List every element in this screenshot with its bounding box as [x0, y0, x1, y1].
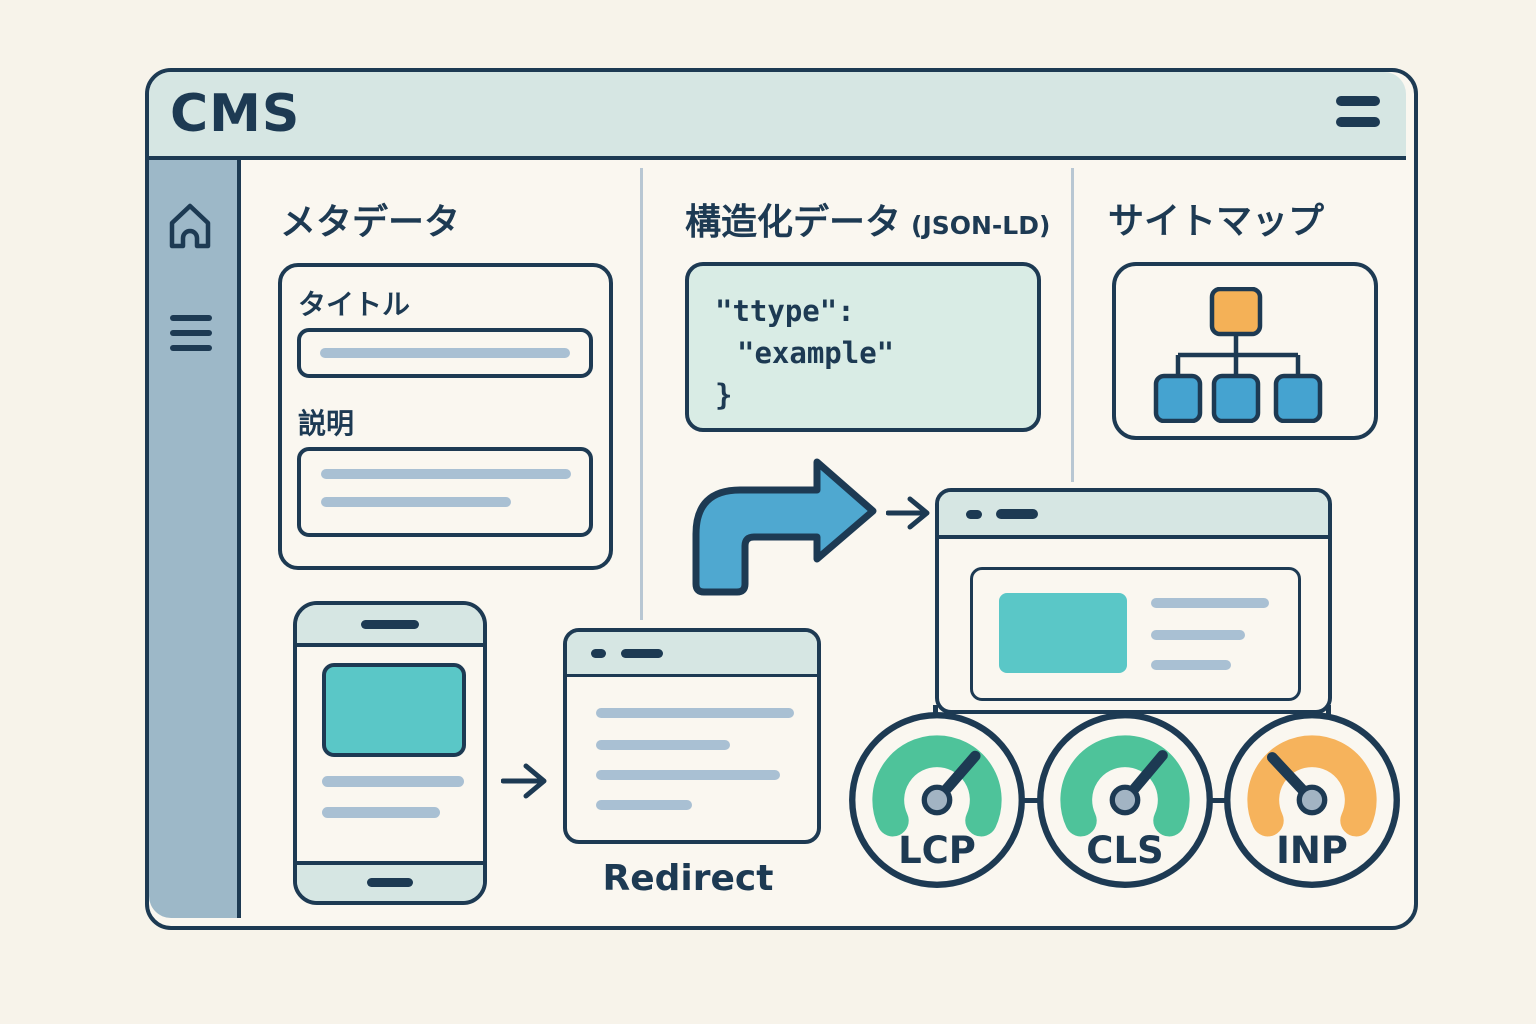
- window-dot: [591, 649, 606, 658]
- gauge-hub: [1296, 784, 1328, 816]
- gauge-hub: [1109, 784, 1141, 816]
- gauge-connector: [1207, 798, 1229, 803]
- phone-home-bar: [367, 878, 413, 887]
- browser-text-bar: [1151, 598, 1269, 608]
- redirect-text-bar: [596, 800, 692, 810]
- browser-text-bar: [1151, 630, 1245, 640]
- sitemap-heading: サイトマップ: [1108, 201, 1325, 242]
- redirect-window: [563, 628, 821, 844]
- structured-data-heading-row: 構造化データ (JSON-LD): [685, 193, 1050, 245]
- description-placeholder-bar: [321, 469, 571, 479]
- window-dot: [966, 510, 982, 519]
- code-line: }: [715, 378, 733, 412]
- gauge-lcp: LCP: [848, 711, 1026, 889]
- browser-text-bar: [1151, 660, 1231, 670]
- description-field-label: 説明: [298, 407, 355, 440]
- redirect-text-bar: [596, 708, 794, 718]
- title-input[interactable]: [297, 328, 593, 378]
- curved-arrow-icon: [688, 452, 883, 600]
- top-bar: [149, 72, 1406, 160]
- browser-window-bar: [939, 492, 1328, 539]
- redirect-text-bar: [596, 740, 730, 750]
- phone-top-band: [297, 605, 483, 647]
- structured-data-heading: 構造化データ: [685, 202, 902, 243]
- sitemap-child-node: [1153, 373, 1203, 423]
- phone-hero-image: [322, 663, 466, 757]
- sidebar-menu-icon[interactable]: [170, 315, 212, 351]
- gauge-connector: [1326, 705, 1331, 721]
- gauge-label: INP: [1276, 829, 1348, 872]
- phone-mockup: [293, 601, 487, 905]
- window-menu-icon[interactable]: [1336, 96, 1380, 127]
- gauge-arc: [872, 735, 1002, 837]
- redirect-window-bar: [567, 632, 817, 677]
- description-placeholder-bar: [321, 497, 511, 507]
- menu-line: [170, 345, 212, 351]
- gauge-label: CLS: [1086, 829, 1164, 872]
- menu-line: [170, 315, 212, 321]
- sitemap-child-node: [1211, 373, 1261, 423]
- gauge-inp: INP: [1223, 711, 1401, 889]
- menu-line: [170, 330, 212, 336]
- gauge-arc: [1247, 735, 1377, 837]
- window-dash: [621, 649, 663, 658]
- app-title: CMS: [170, 84, 301, 144]
- browser-hero-image: [999, 593, 1127, 673]
- gauge-label: LCP: [898, 829, 976, 872]
- metadata-heading: メタデータ: [280, 202, 461, 243]
- redirect-text-bar: [596, 770, 780, 780]
- json-ld-code-block: "ttype": "example" }: [685, 262, 1041, 432]
- phone-text-bar: [322, 807, 440, 818]
- phone-text-bar: [322, 776, 464, 787]
- sitemap-parent-node: [1209, 287, 1263, 337]
- right-arrow-icon: [501, 762, 547, 800]
- sitemap-tree: [1140, 287, 1340, 423]
- phone-speaker-bar: [361, 620, 419, 629]
- menu-bar: [1336, 117, 1380, 127]
- code-line: "ttype":: [715, 294, 855, 328]
- gauge-cls: CLS: [1036, 711, 1214, 889]
- title-placeholder-bar: [320, 348, 570, 358]
- right-arrow-icon: [886, 495, 930, 531]
- home-icon[interactable]: [166, 202, 214, 250]
- window-dash: [996, 509, 1038, 519]
- json-ld-note: (JSON-LD): [911, 211, 1051, 240]
- browser-content-card: [970, 567, 1301, 701]
- code-line: "example": [737, 336, 895, 370]
- column-divider: [640, 168, 643, 620]
- gauge-connector: [933, 705, 938, 719]
- menu-bar: [1336, 96, 1380, 106]
- gauge-arc: [1060, 735, 1190, 837]
- gauge-hub: [921, 784, 953, 816]
- description-textarea[interactable]: [297, 447, 593, 537]
- title-field-label: タイトル: [298, 288, 411, 321]
- gauge-connector: [1019, 798, 1043, 803]
- sidebar: [149, 160, 241, 918]
- column-divider: [1071, 168, 1074, 482]
- phone-bottom-band: [297, 861, 483, 901]
- browser-window: [935, 488, 1332, 714]
- redirect-label: Redirect: [602, 858, 774, 899]
- sitemap-child-node: [1273, 373, 1323, 423]
